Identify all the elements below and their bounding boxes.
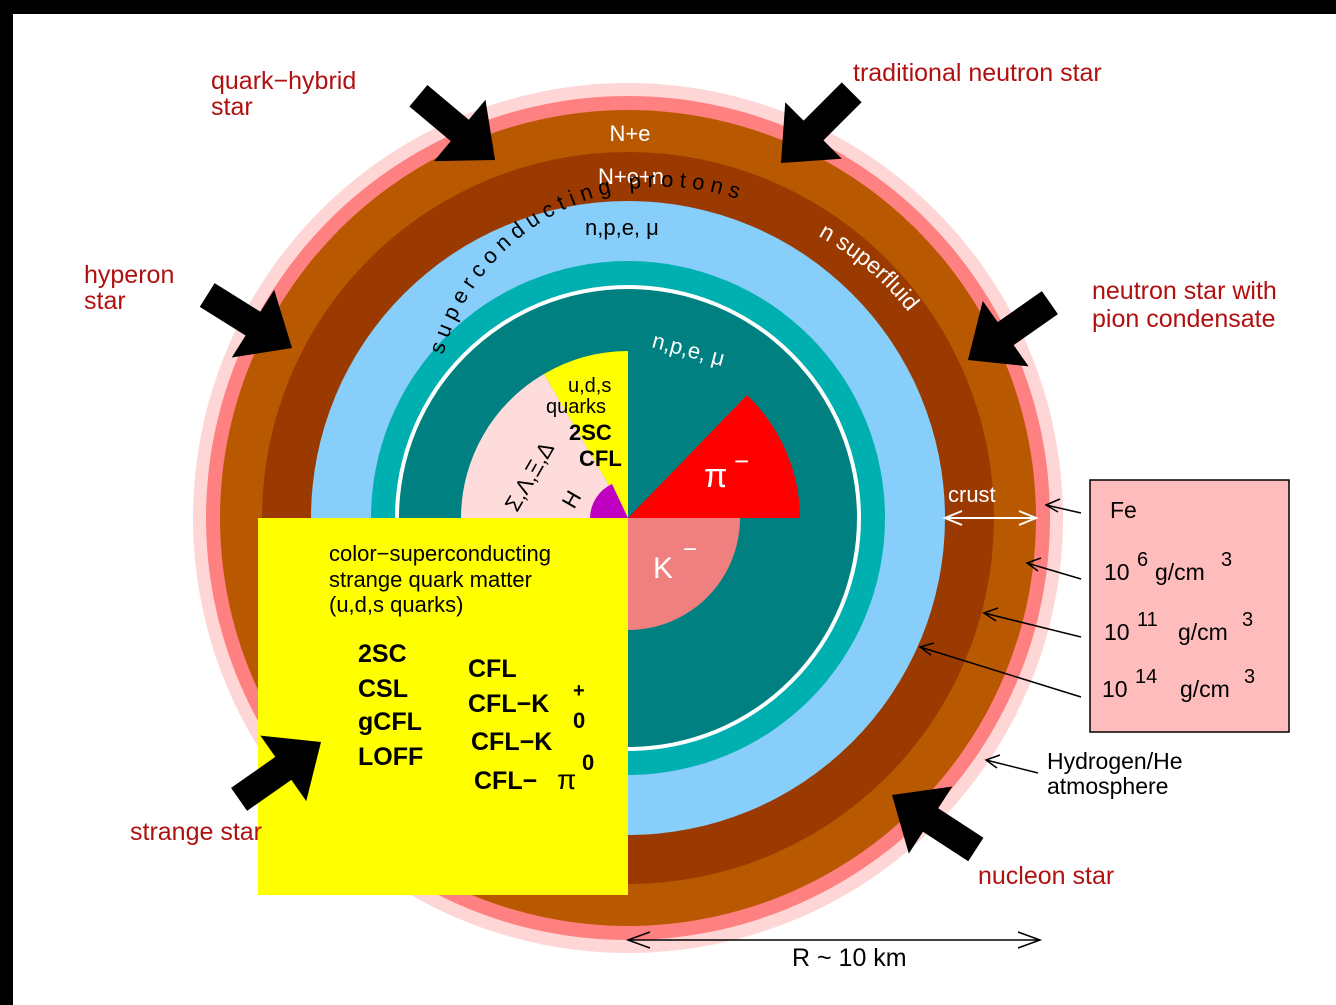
sqm-pi-symbol: π <box>557 764 576 795</box>
arrow-strange-icon <box>231 735 321 811</box>
arrow-nucleon-icon <box>892 786 984 862</box>
outer-crust-label: N+e <box>610 121 651 146</box>
density-3-unit: g/cm <box>1180 676 1230 702</box>
crust-arrow-icon <box>942 510 1039 526</box>
strange-quark-matter-region <box>258 518 628 895</box>
arrow-pion-condensate-icon <box>968 291 1058 367</box>
sqm-phase-csl: CSL <box>358 675 408 703</box>
sqm-title-line-2: strange quark matter <box>329 567 532 592</box>
pion-charge: − <box>734 446 749 476</box>
crust-label: crust <box>948 482 996 507</box>
atmosphere-label-line-1: Hydrogen/He <box>1047 748 1183 774</box>
density-box <box>1089 479 1290 733</box>
radius-arrow-icon <box>625 931 1043 949</box>
sqm-phase-cfl-k-plus: CFL−K <box>468 690 549 718</box>
quark-hybrid-label-line-1: quark−hybrid <box>211 67 356 95</box>
kaon-label: K <box>653 552 673 585</box>
quarks-uds-label: u,d,s <box>568 375 611 397</box>
density-3-base: 10 <box>1102 676 1128 702</box>
radius-label: R ~ 10 km <box>792 944 907 972</box>
outer-core-label: n,p,e, μ <box>585 215 659 240</box>
density-2-base: 10 <box>1104 619 1130 645</box>
density-1-exp: 6 <box>1137 549 1148 571</box>
inner-crust-label: N+e+n <box>598 164 664 189</box>
atmosphere-label-line-2: atmosphere <box>1047 773 1168 799</box>
arrow-quark-hybrid-icon <box>409 84 495 162</box>
nucleon-star-label: nucleon star <box>978 862 1114 890</box>
sqm-phase-cfl: CFL <box>468 655 517 683</box>
density-pointer-lines <box>918 498 1082 774</box>
sqm-phase-gcfl: gCFL <box>358 708 422 736</box>
density-1-unit-exp: 3 <box>1221 549 1232 571</box>
sqm-phase-cfl-pi: CFL− <box>474 767 537 795</box>
quark-hybrid-label-line-2: star <box>211 93 253 121</box>
quarks-cfl-label: CFL <box>579 446 622 471</box>
hyperon-sector <box>461 374 628 518</box>
density-3-unit-exp: 3 <box>1244 666 1255 688</box>
sqm-phase-cfl-k0: CFL−K <box>471 728 552 756</box>
kaon-condensate-sector <box>628 518 740 630</box>
sqm-plus-superscript: + <box>573 680 585 702</box>
sqm-phase-2sc: 2SC <box>358 640 407 668</box>
density-1-unit: g/cm <box>1155 559 1205 585</box>
density-2-unit-exp: 3 <box>1242 609 1253 631</box>
strange-star-label: strange star <box>130 818 262 846</box>
arrow-hyperon-icon <box>199 283 292 358</box>
pion-label: π <box>704 457 727 495</box>
pion-condensate-sector <box>628 395 800 518</box>
h-dibaryon-sector <box>590 484 628 518</box>
sqm-title-line-3: (u,d,s quarks) <box>329 592 464 617</box>
density-2-exp: 11 <box>1137 609 1158 631</box>
fe-label: Fe <box>1110 497 1137 523</box>
pion-condensate-star-label-line-1: neutron star with <box>1092 277 1277 305</box>
sqm-k0-superscript: 0 <box>573 708 585 733</box>
sqm-pi0-superscript: 0 <box>582 750 594 775</box>
quarks-2sc-label: 2SC <box>569 420 612 445</box>
density-1-base: 10 <box>1104 559 1130 585</box>
density-2-unit: g/cm <box>1178 619 1228 645</box>
sqm-title-line-1: color−superconducting <box>329 541 551 566</box>
hyperon-star-label-line-2: star <box>84 287 126 315</box>
kaon-charge: − <box>683 536 697 563</box>
hyperon-star-label-line-1: hyperon <box>84 261 174 289</box>
arrow-traditional-icon <box>781 82 862 163</box>
traditional-neutron-star-label: traditional neutron star <box>853 59 1102 87</box>
pion-condensate-star-label-line-2: pion condensate <box>1092 305 1275 333</box>
density-3-exp: 14 <box>1135 666 1157 688</box>
quark-sector <box>544 351 628 518</box>
quarks-label: quarks <box>546 396 606 418</box>
sqm-phase-loff: LOFF <box>358 743 423 771</box>
